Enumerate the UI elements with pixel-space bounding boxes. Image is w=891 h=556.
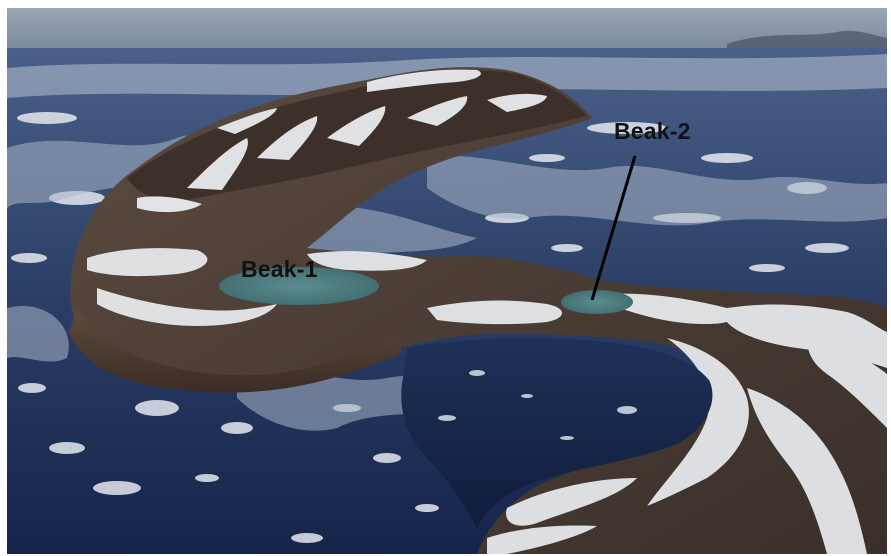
distant-hills (727, 30, 887, 48)
aerial-photo (7, 8, 887, 554)
beak-1-label: Beak-1 (241, 256, 318, 282)
aerial-photo-scene (7, 8, 887, 554)
beak-2-leader-line (590, 155, 637, 301)
plateau-snow (87, 248, 887, 554)
beak-1-lake (219, 267, 379, 305)
beak-2-lake (561, 290, 633, 314)
beak-2-label: Beak-2 (614, 118, 691, 144)
ridge-snow (137, 69, 547, 213)
south-cliff (69, 308, 402, 393)
inner-bay (401, 338, 713, 528)
bay-floes (438, 370, 637, 440)
